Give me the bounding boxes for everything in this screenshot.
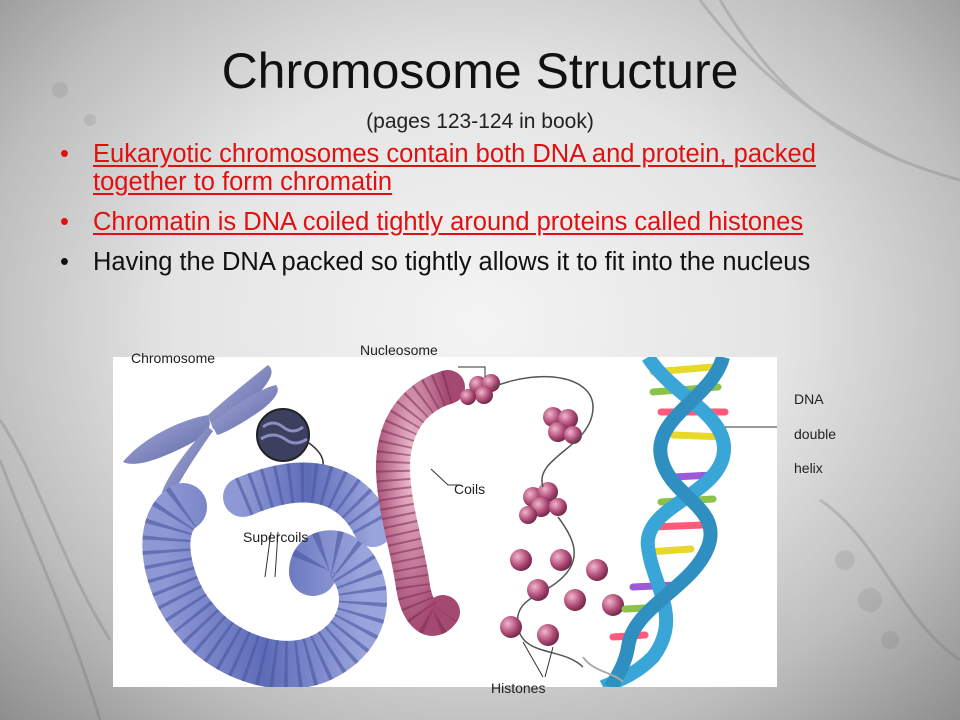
slide-subtitle: (pages 123-124 in book) xyxy=(0,110,960,134)
dna-helix-shape xyxy=(582,357,732,687)
coil-shape xyxy=(375,370,465,636)
diagram-art xyxy=(123,357,777,687)
subtitle-text: (pages 123-124 in book) xyxy=(366,110,594,133)
label-helix: helix xyxy=(794,460,823,476)
bullet-dot: • xyxy=(60,140,69,168)
chromosome-shape xyxy=(123,365,278,506)
histone-spheres xyxy=(500,549,624,646)
bullet-dot: • xyxy=(60,248,69,276)
magnifier-circle xyxy=(256,408,310,462)
slide-title: Chromosome Structure xyxy=(221,43,739,99)
bullet-text: Having the DNA packed so tightly allows … xyxy=(93,248,811,276)
leader-lines xyxy=(264,366,777,678)
supercoil-shape xyxy=(142,462,393,687)
bullet-item-3: • Having the DNA packed so tightly allow… xyxy=(60,248,910,276)
bullet-list: • Eukaryotic chromosomes contain both DN… xyxy=(60,140,910,288)
chromosome-diagram: Chromosome Nucleosome Coils Supercoils H… xyxy=(113,342,777,696)
bullet-dot: • xyxy=(60,208,69,236)
label-histones: Histones xyxy=(491,680,546,696)
label-double: double xyxy=(794,426,837,442)
bullet-item-2: • Chromatin is DNA coiled tightly around… xyxy=(60,208,910,236)
label-coils: Coils xyxy=(454,481,486,497)
bullet-text: Chromatin is DNA coiled tightly around p… xyxy=(93,208,804,236)
bullet-text: Eukaryotic chromosomes contain both DNA … xyxy=(93,140,816,196)
label-chromosome: Chromosome xyxy=(131,350,216,366)
bullet-item-1: • Eukaryotic chromosomes contain both DN… xyxy=(60,140,910,196)
nucleosome-clusters xyxy=(460,374,582,524)
label-supercoils: Supercoils xyxy=(243,529,309,545)
label-dna: DNA xyxy=(794,391,824,407)
label-nucleosome: Nucleosome xyxy=(360,342,438,358)
